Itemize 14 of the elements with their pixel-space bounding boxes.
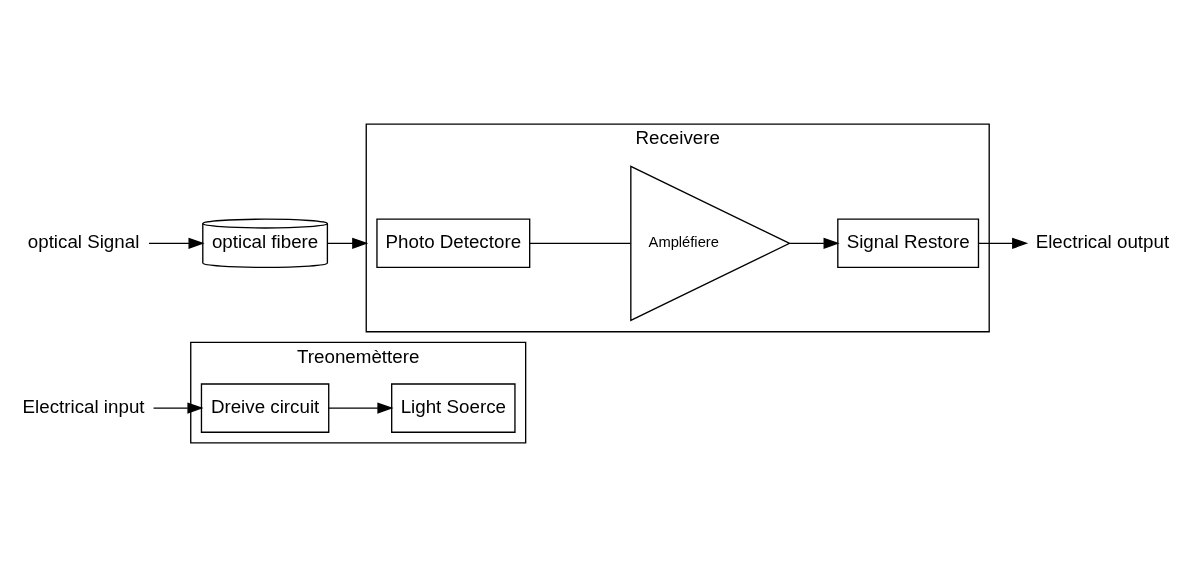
node-box: Dreive circuit	[200, 382, 330, 433]
node-box: Photo Detectore	[376, 218, 531, 268]
node-box: Signal Restore	[837, 218, 980, 268]
arrow	[327, 237, 369, 249]
arrow	[978, 237, 1029, 249]
arrow	[328, 401, 394, 414]
arrow	[148, 237, 205, 249]
connector	[529, 242, 632, 244]
node-text: Electrical input	[22, 395, 145, 417]
arrow	[789, 237, 840, 249]
node-box: Light Soerce	[391, 382, 516, 433]
node-text: optical Signal	[27, 230, 140, 252]
node-text: Electrical output	[1035, 230, 1170, 252]
arrow	[152, 401, 204, 414]
